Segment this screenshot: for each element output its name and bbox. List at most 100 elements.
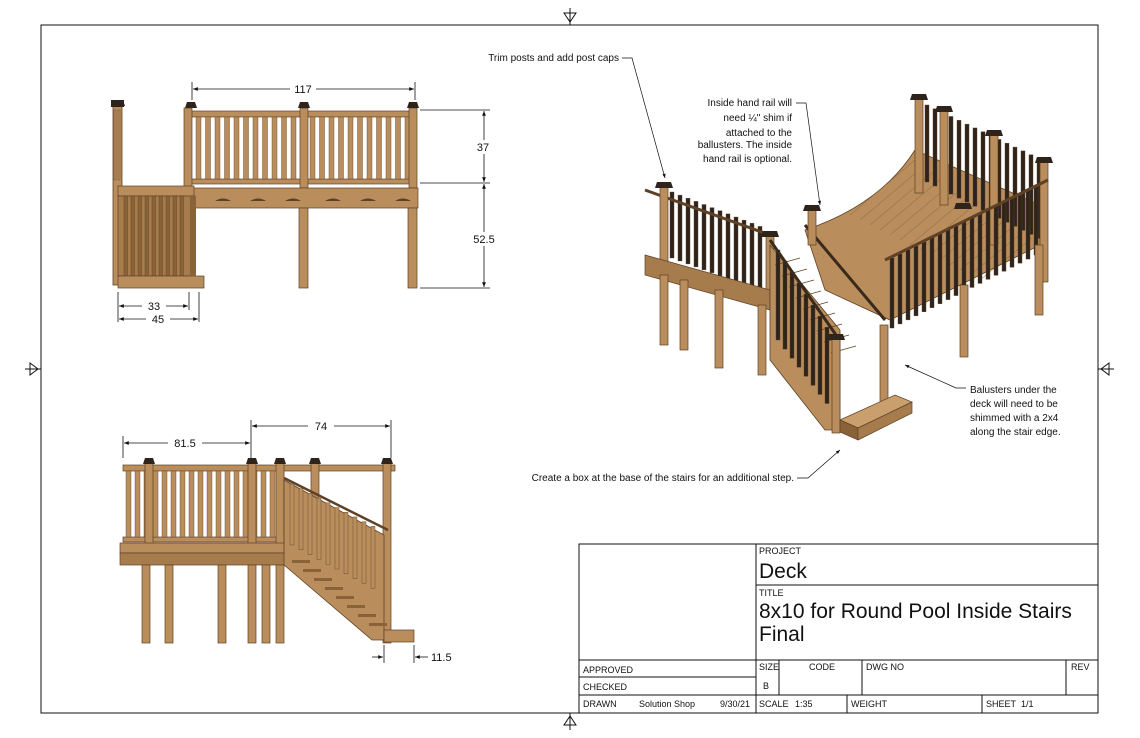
baluster <box>685 198 691 265</box>
baluster <box>956 120 962 199</box>
baluster <box>993 205 999 276</box>
baluster <box>733 216 739 282</box>
deck-plank <box>899 189 961 241</box>
baluster <box>179 195 184 277</box>
baluster <box>334 507 340 570</box>
baluster <box>1012 146 1018 227</box>
baluster <box>889 257 895 329</box>
baluster <box>961 221 967 292</box>
dim-stair-inner: 33 <box>148 301 160 313</box>
baluster <box>179 470 186 538</box>
baluster <box>796 282 802 368</box>
baluster <box>1025 188 1031 260</box>
baluster <box>197 470 204 538</box>
stair-tread <box>314 578 332 581</box>
baluster <box>709 207 715 273</box>
baluster <box>924 104 930 183</box>
dim-side-width: 117 <box>294 84 312 96</box>
baluster <box>328 116 335 180</box>
project-label: PROJECT <box>759 546 802 556</box>
baluster <box>1004 143 1010 223</box>
stair-tread <box>369 623 387 626</box>
baluster <box>376 116 382 180</box>
baluster <box>130 195 135 277</box>
scale-label: SCALE <box>759 699 789 709</box>
dim-front-box: 11.5 <box>431 652 452 664</box>
dwg-no-label: DWG NO <box>866 662 904 672</box>
baluster <box>897 253 903 325</box>
baluster <box>289 483 295 546</box>
stair-tread <box>358 614 376 617</box>
side-elevation-view <box>111 100 419 289</box>
baluster <box>980 131 986 211</box>
rev-label: REV <box>1071 662 1090 672</box>
note-stair-box: Create a box at the base of the stairs f… <box>532 473 794 484</box>
baluster <box>298 488 304 551</box>
svg-text:hand rail is optional.: hand rail is optional. <box>703 154 792 165</box>
baluster <box>347 116 354 180</box>
baluster <box>775 249 781 341</box>
baluster <box>953 225 959 296</box>
baluster <box>325 502 331 565</box>
svg-text:ballusters. The inside: ballusters. The inside <box>698 140 793 151</box>
baluster <box>964 123 970 203</box>
baluster <box>749 223 755 288</box>
baluster <box>195 116 202 180</box>
dim-stair-outer: 45 <box>152 314 164 326</box>
baluster <box>252 116 259 180</box>
svg-text:deck will need to be: deck will need to be <box>970 399 1058 410</box>
baluster <box>932 108 938 187</box>
baluster <box>385 116 392 180</box>
drawn-date: 9/30/21 <box>720 699 750 709</box>
baluster <box>206 470 213 538</box>
baluster <box>215 470 222 538</box>
deck-plank <box>919 201 979 251</box>
svg-text:shimmed with a 2x4: shimmed with a 2x4 <box>970 413 1059 424</box>
baluster <box>158 195 163 277</box>
annotation-leaders <box>622 57 966 479</box>
sheet-value: 1/1 <box>1021 699 1034 709</box>
baluster <box>1001 201 1007 272</box>
drawing-title: 8x10 for Round Pool Inside Stairs <box>759 600 1072 623</box>
baluster <box>1009 196 1015 268</box>
baluster <box>214 116 221 180</box>
baluster <box>810 304 816 386</box>
baluster <box>717 210 723 276</box>
baluster <box>170 470 177 538</box>
baluster <box>357 116 363 180</box>
baluster <box>262 116 268 180</box>
baluster <box>338 116 344 180</box>
baluster <box>677 194 683 262</box>
stair-tread <box>325 587 343 590</box>
baluster <box>905 249 911 321</box>
baluster <box>343 512 349 575</box>
baluster <box>370 526 376 589</box>
baluster <box>1033 184 1039 256</box>
drawn-label: DRAWN <box>583 699 617 709</box>
baluster <box>172 195 177 277</box>
note-post-caps: Trim posts and add post caps <box>488 53 619 64</box>
code-label: CODE <box>809 662 835 672</box>
stair-tread <box>336 596 354 599</box>
baluster <box>113 109 117 181</box>
weight-label: WEIGHT <box>851 699 887 709</box>
dim-rail-height: 37 <box>477 142 489 154</box>
baluster <box>985 209 991 280</box>
deck-plank <box>859 165 925 221</box>
checked-label: CHECKED <box>583 682 628 692</box>
baluster <box>319 116 325 180</box>
project-name: Deck <box>759 560 807 583</box>
dim-front-right: 74 <box>315 421 327 433</box>
baluster <box>144 195 149 277</box>
baluster <box>125 470 132 538</box>
baluster <box>669 191 675 259</box>
size-label: SIZE <box>759 662 779 672</box>
note-balusters: Balusters under the deck will need to be… <box>970 385 1061 438</box>
stair-tread <box>303 569 321 572</box>
baluster <box>789 271 795 359</box>
baluster <box>1017 192 1023 264</box>
note-hand-rail: Inside hand rail will need ¼" shim if at… <box>698 98 793 165</box>
baluster <box>161 470 168 538</box>
baluster <box>972 127 978 207</box>
baluster <box>361 521 367 584</box>
